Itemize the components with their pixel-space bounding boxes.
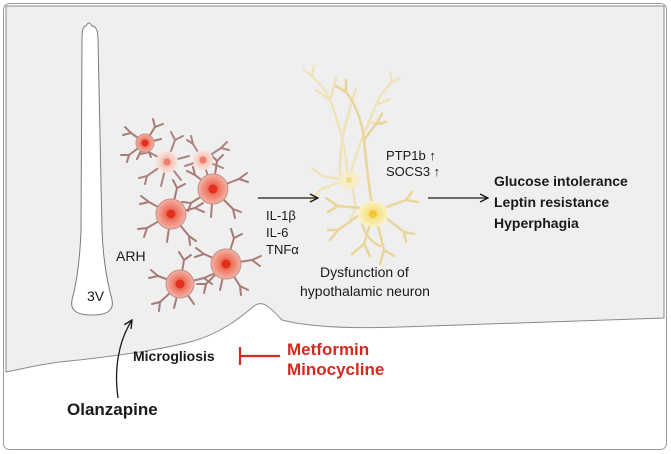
- microgliosis-label: Microgliosis: [133, 348, 215, 364]
- inhibition-symbol: [238, 347, 280, 365]
- outcome-label: Hyperphagia: [494, 215, 579, 231]
- cytokine-label: TNFα: [266, 242, 299, 257]
- microglia-bodies: [135, 133, 242, 299]
- neuron-bodies: [338, 171, 388, 227]
- neuron-marker: SOCS3 ↑: [386, 164, 441, 179]
- outcome-label: Glucose intolerance: [494, 173, 628, 189]
- arrow-olanzapine: [115, 320, 132, 399]
- cytokine-label: IL-1β: [266, 208, 296, 223]
- arh-label: ARH: [116, 248, 146, 264]
- neuron-caption-line1: Dysfunction of: [320, 264, 409, 280]
- neuron-faded: [302, 64, 402, 222]
- olanzapine-label: Olanzapine: [67, 400, 158, 419]
- inhibitor-label: Metformin: [287, 340, 370, 359]
- inhibitor-label: Minocycline: [287, 360, 385, 379]
- outcome-label: Leptin resistance: [494, 194, 610, 210]
- cytokine-label: IL-6: [266, 225, 289, 240]
- neuron-marker: PTP1b ↑: [386, 148, 436, 163]
- third-ventricle: [71, 22, 113, 316]
- neuron-caption-line2: hypothalamic neuron: [300, 283, 430, 299]
- third-ventricle-label: 3V: [87, 288, 105, 304]
